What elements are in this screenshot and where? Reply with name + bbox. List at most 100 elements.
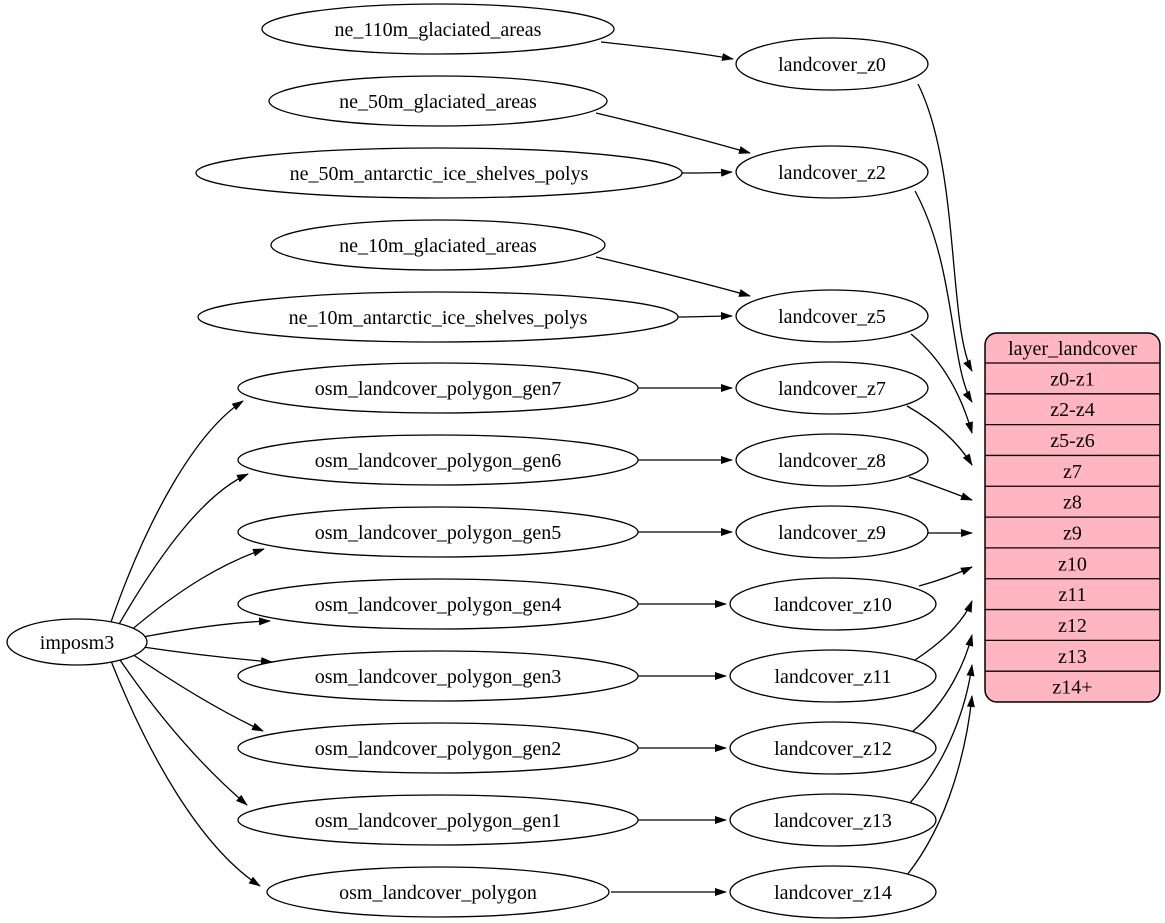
edge-landcover-z7-to-layer-landcover-z7 [906,405,973,466]
edge-imposm3-to-osm-landcover-polygon-gen6 [117,473,249,627]
edge-imposm3-to-osm-landcover-polygon-gen3 [142,646,273,666]
record-row-z11: z11 [1058,584,1086,606]
node-ellipse [237,434,639,486]
node-label: landcover_z10 [774,594,892,616]
edge-landcover-z10-to-layer-landcover-z10 [918,566,973,587]
node-ellipse [237,794,639,846]
edge-imposm3-to-osm-landcover-polygon-gen2 [128,651,264,732]
node-ellipse [197,291,679,343]
edge-ne-110m-glaciated-areas-to-landcover-z0 [600,41,734,61]
node-landcover-z14: landcover_z14 [729,865,937,919]
edge-landcover-z2-to-layer-landcover-z2-z4 [914,190,973,403]
node-label: ne_10m_glaciated_areas [339,235,537,257]
node-ellipse [735,433,929,487]
node-landcover-z10: landcover_z10 [729,577,937,631]
node-label: osm_landcover_polygon_gen1 [315,810,562,832]
node-label: imposm3 [40,632,114,654]
edge-landcover-z13-to-layer-landcover-z13 [908,664,975,805]
node-ellipse [195,147,683,199]
node-label: ne_50m_glaciated_areas [339,91,537,113]
node-label: osm_landcover_polygon_gen5 [315,522,562,544]
record-row-z14: z14+ [1052,677,1092,699]
edges-layer [110,41,975,896]
node-landcover-z13: landcover_z13 [729,793,937,847]
node-label: osm_landcover_polygon_gen6 [315,450,562,472]
edge-imposm3-to-osm-landcover-polygon [110,660,261,887]
node-label: osm_landcover_polygon_gen4 [315,594,562,616]
node-osm-landcover-polygon-gen7: osm_landcover_polygon_gen7 [237,362,639,414]
node-ellipse [729,721,937,775]
record-row-z10: z10 [1058,553,1087,575]
node-ne-50m-glaciated-areas: ne_50m_glaciated_areas [268,75,608,127]
edge-ne-50m-glaciated-areas-to-landcover-z2 [595,112,751,154]
node-imposm3: imposm3 [6,618,148,666]
edge-landcover-z11-to-layer-landcover-z11 [914,600,973,661]
edge-ne-10m-antarctic-ice-shelves-polys-to-landcover-z5 [675,312,733,321]
node-ellipse [729,793,937,847]
node-ellipse [237,362,639,414]
node-osm-landcover-polygon-gen3: osm_landcover_polygon_gen3 [237,650,639,702]
node-ne-10m-antarctic-ice-shelves-polys: ne_10m_antarctic_ice_shelves_polys [197,291,679,343]
node-ellipse [237,578,639,630]
node-label: landcover_z2 [778,162,886,184]
record-row-z12: z12 [1058,615,1087,637]
edge-ne-50m-antarctic-ice-shelves-polys-to-landcover-z2 [681,168,733,177]
node-label: osm_landcover_polygon_gen3 [315,666,562,688]
node-landcover-z2: landcover_z2 [735,145,929,199]
node-label: landcover_z12 [774,738,892,760]
record-title: layer_landcover [1008,338,1137,360]
node-layer-landcover: layer_landcoverz0-z1z2-z4z5-z6z7z8z9z10z… [984,332,1161,703]
node-ellipse [729,865,937,919]
node-landcover-z0: landcover_z0 [735,37,929,91]
edge-imposm3-to-osm-landcover-polygon-gen4 [142,617,271,638]
node-landcover-z11: landcover_z11 [729,649,937,703]
node-ellipse [735,361,929,415]
edge-landcover-z5-to-layer-landcover-z5-z6 [910,333,973,434]
node-landcover-z7: landcover_z7 [735,361,929,415]
node-osm-landcover-polygon-gen2: osm_landcover_polygon_gen2 [237,722,639,774]
record-layer: layer_landcoverz0-z1z2-z4z5-z6z7z8z9z10z… [984,332,1161,703]
node-ellipse [735,505,929,559]
node-label: osm_landcover_polygon_gen7 [315,378,562,400]
node-ne-10m-glaciated-areas: ne_10m_glaciated_areas [270,219,606,271]
record-row-z8: z8 [1063,492,1082,514]
node-label: landcover_z9 [778,522,886,544]
node-label: landcover_z5 [778,306,886,328]
record-row-z13: z13 [1058,646,1087,668]
node-ellipse [735,145,929,199]
edge-landcover-z14-to-layer-landcover-z14 [906,695,975,876]
node-label: osm_landcover_polygon [339,882,537,904]
edge-ne-10m-glaciated-areas-to-landcover-z5 [595,256,751,297]
record-row-z0-z1: z0-z1 [1050,368,1094,390]
record-row-z2-z4: z2-z4 [1050,399,1094,421]
node-landcover-z8: landcover_z8 [735,433,929,487]
node-osm-landcover-polygon-gen6: osm_landcover_polygon_gen6 [237,434,639,486]
node-ne-50m-antarctic-ice-shelves-polys: ne_50m_antarctic_ice_shelves_polys [195,147,683,199]
node-label: landcover_z14 [774,882,892,904]
node-ellipse [735,289,929,343]
node-label: landcover_z0 [778,54,886,76]
edge-imposm3-to-osm-landcover-polygon-gen5 [128,548,265,633]
node-landcover-z5: landcover_z5 [735,289,929,343]
edge-landcover-z0-to-layer-landcover-z0-z1 [917,83,973,372]
record-row-z7: z7 [1063,461,1082,483]
node-ellipse [729,649,937,703]
nodes-layer: imposm3 ne_110m_glaciated_areas ne_50m_gla… [6,3,937,919]
node-ne-110m-glaciated-areas: ne_110m_glaciated_areas [261,3,615,55]
node-label: landcover_z8 [778,450,886,472]
node-osm-landcover-polygon-gen4: osm_landcover_polygon_gen4 [237,578,639,630]
node-label: landcover_z7 [778,378,886,400]
edge-landcover-z8-to-layer-landcover-z8 [908,476,973,501]
node-landcover-z9: landcover_z9 [735,505,929,559]
node-ellipse [6,618,148,666]
node-ellipse [237,506,639,558]
node-ellipse [729,577,937,631]
node-landcover-z12: landcover_z12 [729,721,937,775]
node-label: landcover_z13 [774,810,892,832]
node-osm-landcover-polygon-gen1: osm_landcover_polygon_gen1 [237,794,639,846]
node-ellipse [266,866,610,918]
node-ellipse [735,37,929,91]
node-ellipse [237,722,639,774]
